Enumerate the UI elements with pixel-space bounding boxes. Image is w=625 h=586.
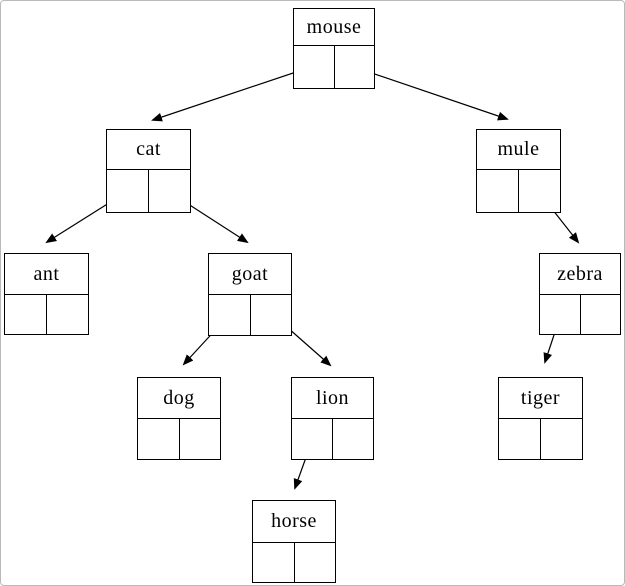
left-pointer-cell: [477, 170, 519, 212]
left-pointer-cell: [292, 419, 333, 459]
node-label: horse: [253, 501, 335, 543]
left-pointer-cell: [107, 170, 149, 212]
node-label: mouse: [294, 9, 374, 46]
node-label: ant: [5, 254, 88, 295]
tree-node-lion: lion: [291, 377, 374, 460]
edge-mouse-left-to-cat: [151, 66, 312, 122]
left-pointer-cell: [253, 543, 295, 582]
right-pointer-cell: [519, 170, 560, 212]
tree-node-horse: horse: [252, 500, 336, 583]
pointer-cells: [540, 295, 620, 334]
pointer-cells: [138, 419, 220, 459]
tree-node-dog: dog: [137, 377, 221, 460]
node-label: mule: [477, 130, 560, 170]
tree-node-cat: cat: [106, 129, 191, 213]
node-label: tiger: [499, 378, 582, 419]
left-pointer-cell: [209, 295, 251, 335]
node-label: zebra: [540, 254, 620, 295]
pointer-cells: [499, 419, 582, 459]
node-label: cat: [107, 130, 190, 170]
pointer-cells: [253, 543, 335, 582]
tree-node-ant: ant: [4, 253, 89, 335]
left-pointer-cell: [5, 295, 47, 334]
edge-mouse-right-to-mule: [353, 66, 509, 121]
pointer-cells: [209, 295, 291, 335]
tree-node-mouse: mouse: [293, 8, 375, 89]
right-pointer-cell: [47, 295, 88, 334]
left-pointer-cell: [138, 419, 180, 459]
pointer-cells: [5, 295, 88, 334]
right-pointer-cell: [541, 419, 582, 459]
node-label: dog: [138, 378, 220, 419]
left-pointer-cell: [540, 295, 581, 334]
pointer-cells: [294, 46, 374, 88]
right-pointer-cell: [180, 419, 221, 459]
right-pointer-cell: [581, 295, 621, 334]
right-pointer-cell: [335, 46, 375, 88]
left-pointer-cell: [499, 419, 541, 459]
pointer-cells: [292, 419, 373, 459]
tree-node-tiger: tiger: [498, 377, 583, 460]
left-pointer-cell: [294, 46, 335, 88]
pointer-cells: [107, 170, 190, 212]
tree-node-zebra: zebra: [539, 253, 621, 335]
tree-node-mule: mule: [476, 129, 561, 213]
tree-node-goat: goat: [208, 253, 292, 336]
right-pointer-cell: [251, 295, 292, 335]
node-label: goat: [209, 254, 291, 295]
right-pointer-cell: [333, 419, 373, 459]
right-pointer-cell: [149, 170, 190, 212]
right-pointer-cell: [295, 543, 336, 582]
node-label: lion: [292, 378, 373, 419]
pointer-cells: [477, 170, 560, 212]
